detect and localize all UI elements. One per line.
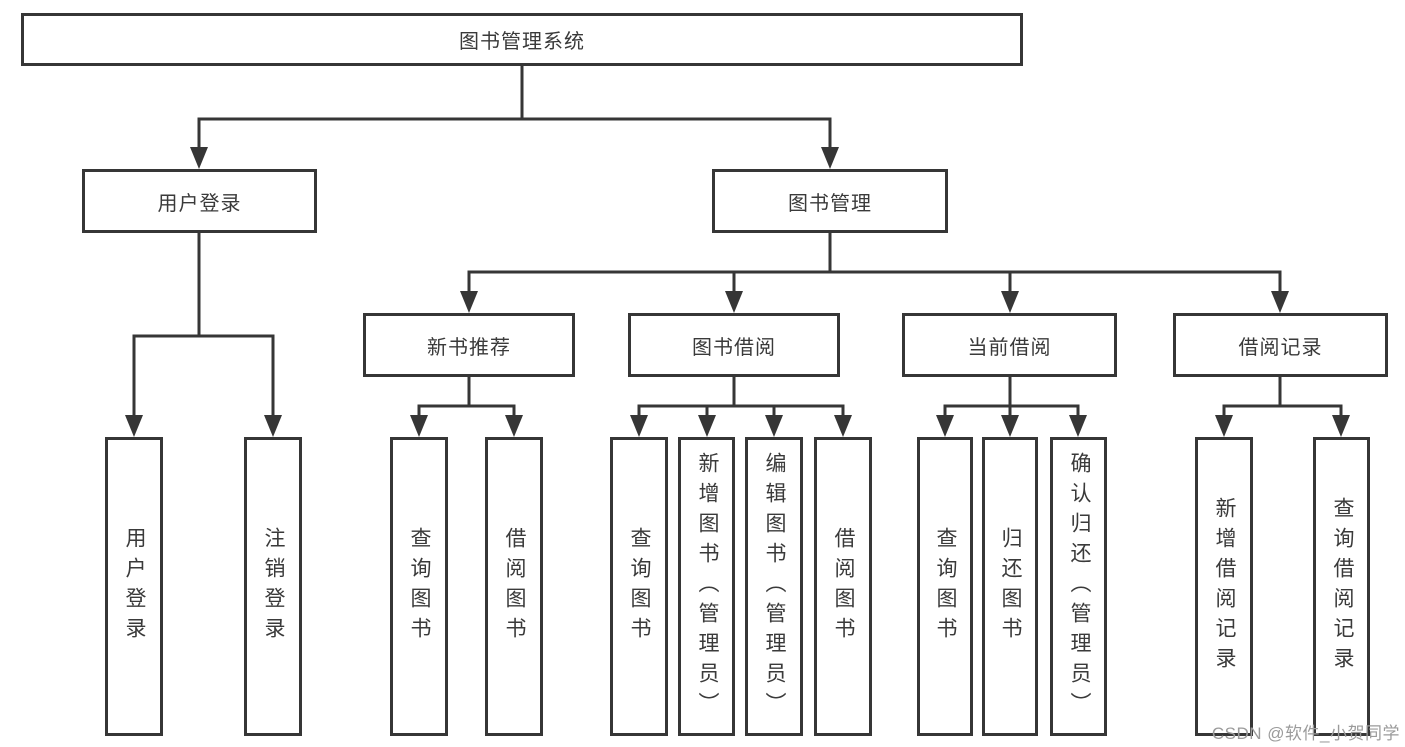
node-new-book-recommendation: 新书推荐 bbox=[363, 313, 575, 377]
node-current-borrowing: 当前借阅 bbox=[902, 313, 1117, 377]
leaf-borrow-books-recommend: 借阅图书 bbox=[485, 437, 543, 736]
leaf-edit-books-admin: 编辑图书（管理员） bbox=[745, 437, 803, 736]
leaf-borrow-books-borrowing: 借阅图书 bbox=[814, 437, 872, 736]
leaf-user-login: 用户登录 bbox=[105, 437, 163, 736]
node-library-management-system: 图书管理系统 bbox=[21, 13, 1023, 66]
leaf-add-books-admin: 新增图书（管理员） bbox=[678, 437, 735, 736]
leaf-query-borrowing-record: 查询借阅记录 bbox=[1313, 437, 1370, 736]
leaf-logout-login: 注销登录 bbox=[244, 437, 302, 736]
leaf-add-borrowing-record: 新增借阅记录 bbox=[1195, 437, 1253, 736]
leaf-return-books: 归还图书 bbox=[982, 437, 1038, 736]
leaf-query-books-borrowing: 查询图书 bbox=[610, 437, 668, 736]
node-borrowing-records: 借阅记录 bbox=[1173, 313, 1388, 377]
leaf-confirm-return-admin: 确认归还（管理员） bbox=[1050, 437, 1107, 736]
csdn-watermark: CSDN @软件_小贺同学 bbox=[1211, 724, 1400, 743]
node-book-borrowing: 图书借阅 bbox=[628, 313, 840, 377]
leaf-query-books-current: 查询图书 bbox=[917, 437, 973, 736]
node-user-login: 用户登录 bbox=[82, 169, 317, 233]
node-book-management: 图书管理 bbox=[712, 169, 948, 233]
leaf-query-books-recommend: 查询图书 bbox=[390, 437, 448, 736]
